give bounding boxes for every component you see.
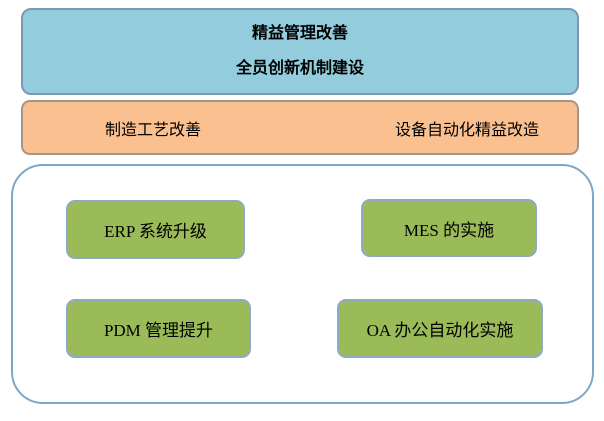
banner-line-innovation-mechanism: 全员创新机制建设 bbox=[235, 60, 364, 77]
equipment-automation-label: 设备自动化精益改造 bbox=[394, 121, 539, 139]
item-mes-implementation: MES 的实施 bbox=[361, 199, 537, 257]
item-erp-upgrade: ERP 系统升级 bbox=[66, 200, 245, 259]
process-improvement-banner: 制造工艺改善 设备自动化精益改造 bbox=[21, 100, 579, 155]
item-oa-automation: OA 办公自动化实施 bbox=[337, 299, 543, 358]
manufacturing-process-label: 制造工艺改善 bbox=[105, 121, 202, 139]
banner-line-lean-management: 精益管理改善 bbox=[251, 25, 348, 42]
item-pdm-improvement: PDM 管理提升 bbox=[66, 299, 251, 358]
management-improvement-banner: 精益管理改善 全员创新机制建设 bbox=[21, 8, 579, 95]
